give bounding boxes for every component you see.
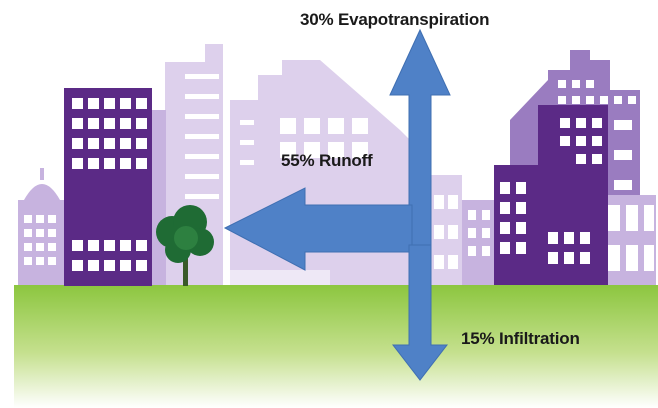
infiltration-arrow: [391, 244, 449, 381]
dark-building-left: [64, 88, 152, 286]
runoff-label: 55% Runoff: [281, 151, 373, 170]
tree: [156, 205, 214, 286]
evapotranspiration-label: 30% Evapotranspiration: [300, 10, 490, 29]
domed-building: [18, 168, 66, 285]
runoff-arrow: [223, 187, 413, 271]
ground: [14, 285, 658, 408]
evapotranspiration-arrow: [389, 28, 451, 251]
dark-building-right: [494, 105, 608, 285]
infiltration-label: 15% Infiltration: [461, 329, 580, 348]
small-building-back: [462, 200, 498, 285]
small-building-windows: [468, 210, 490, 256]
